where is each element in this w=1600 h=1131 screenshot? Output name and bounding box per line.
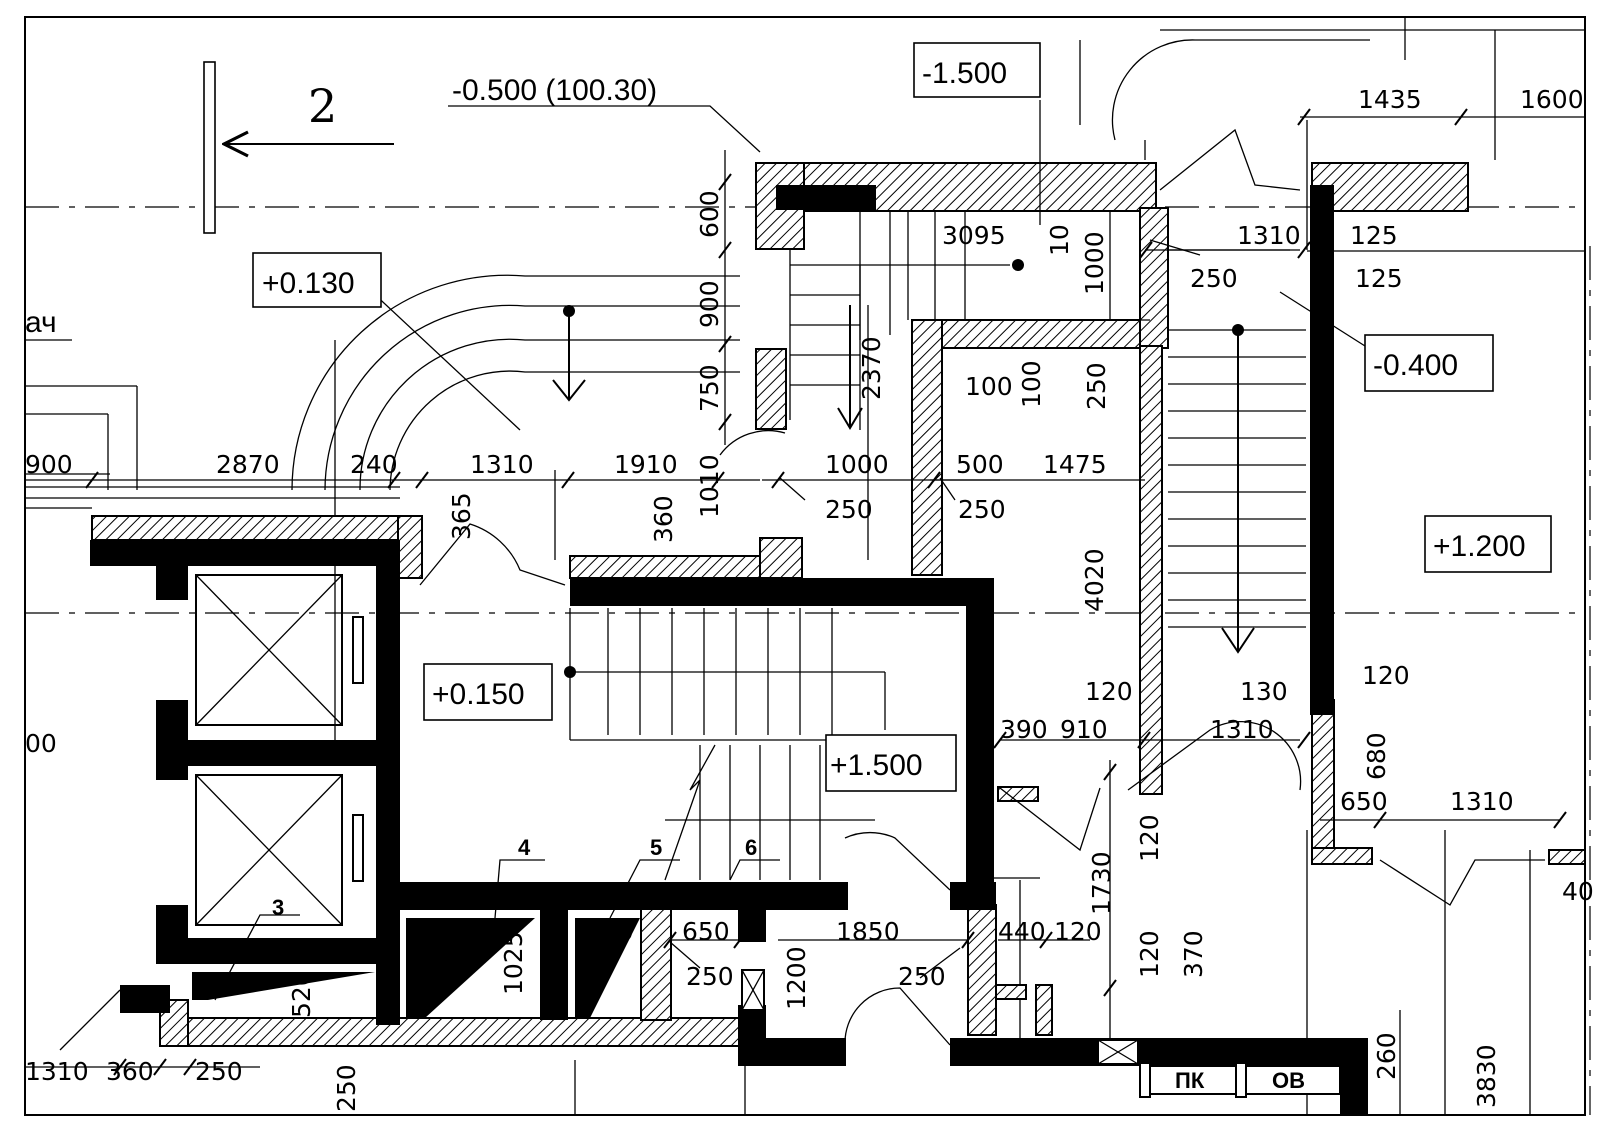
dim-10: 10 [1045,224,1074,256]
dim-680: 680 [1362,732,1391,780]
level-tags: -0.500 (100.30) -1.500 +0.130 -0.400 +1.… [252,42,1552,792]
dim-500: 500 [956,450,1004,479]
dim-250-low-1: 250 [686,962,734,991]
ramp-slope-arrow [552,305,586,402]
ramp-curves [291,39,1370,491]
dim-650-b: 650 [682,917,730,946]
dim-360-mid: 360 [649,495,678,543]
level-top-center: -0.500 (100.30) [452,74,657,107]
dim-1310-top: 1310 [1237,221,1301,250]
elevator-2 [195,774,364,926]
level-top-right: -1.500 [922,57,1007,90]
dim-1000-mid: 1000 [825,450,889,479]
dim-00-left: 00 [25,729,57,758]
dim-750: 750 [695,364,724,412]
callout-4: 4 [518,835,531,860]
dim-1000-vertical: 1000 [1080,231,1109,295]
ov-label: ОВ [1272,1068,1305,1093]
dim-125-a: 125 [1350,221,1398,250]
dim-1310-right: 1310 [1450,787,1514,816]
dim-520: 520 [287,970,316,1018]
dim-120-a: 120 [1085,677,1133,706]
dim-1010: 1010 [695,454,724,518]
dim-900-vertical: 900 [695,280,724,328]
left-partial-word: ач [25,306,57,339]
elevator-1 [195,574,364,726]
dim-1910: 1910 [614,450,678,479]
stair-upper-arrow-dot [1012,259,1024,271]
dim-260: 260 [1372,1032,1401,1080]
dimension-lines [25,116,1585,1115]
level-right-mid: -0.400 [1373,349,1458,382]
dim-4020: 4020 [1080,548,1109,612]
callout-3: 3 [272,895,284,920]
dim-1025: 1025 [499,931,528,995]
dim-120-vertical: 120 [1135,814,1164,862]
dim-250-vertical-bottom: 250 [332,1064,361,1112]
dim-130: 130 [1240,677,1288,706]
dim-1850: 1850 [836,917,900,946]
dim-1310-low: 1310 [1210,715,1274,744]
vent-boxes [741,969,1139,1065]
stair-right-dot [1232,324,1244,336]
dim-1435: 1435 [1358,85,1422,114]
stair-right [1168,329,1306,654]
dim-900-left: 900 [25,450,73,479]
dim-250-mid-2: 250 [958,495,1006,524]
dim-3095: 3095 [942,221,1006,250]
dim-125-b: 125 [1355,264,1403,293]
dim-1730: 1730 [1087,851,1116,915]
dim-1475: 1475 [1043,450,1107,479]
callout-5: 5 [650,835,662,860]
section-marker: 2 [203,61,394,234]
dimension-ticks [85,108,1567,1076]
dim-100-b: 100 [1017,360,1046,408]
leader-lines [59,100,1366,1051]
dim-3830: 3830 [1472,1044,1501,1108]
level-center: +1.500 [830,749,923,782]
dim-2870: 2870 [216,450,280,479]
dim-650-right: 650 [1340,787,1388,816]
dim-250-top: 250 [1190,264,1238,293]
dim-650-a: 650 [586,917,634,946]
dim-440: 440 [998,917,1046,946]
dim-360-bottom: 360 [106,1057,154,1086]
dim-1600: 1600 [1520,85,1584,114]
pk-label: ПК [1175,1068,1205,1093]
dim-1310-bottom: 1310 [25,1057,89,1086]
dim-390: 390 [1000,715,1048,744]
stair-upper [789,210,1010,430]
dim-1310-mid: 1310 [470,450,534,479]
utility-shafts [192,918,640,1018]
level-upper-left: +0.130 [262,267,355,300]
section-number: 2 [308,79,337,133]
dim-250-vertical: 250 [1082,362,1111,410]
dim-240: 240 [350,450,398,479]
callout-numbers: 3 4 5 6 [272,835,757,920]
dim-40: 40 [1562,877,1594,906]
equipment-cabinets: ПК ОВ [1139,1062,1341,1098]
dim-910: 910 [1060,715,1108,744]
dim-1200: 1200 [782,946,811,1010]
callout-6: 6 [745,835,757,860]
dim-600: 600 [695,190,724,238]
dim-365: 365 [447,492,476,540]
dim-120-b: 120 [1362,661,1410,690]
structural-walls [90,185,1368,1115]
stair-main [569,608,886,881]
dim-2370: 2370 [857,336,886,400]
dim-250-mid-1: 250 [825,495,873,524]
level-far-right: +1.200 [1433,530,1526,563]
dim-370: 370 [1179,930,1208,978]
dim-100-a: 100 [965,372,1013,401]
dim-250-low-2: 250 [898,962,946,991]
door-swings [419,128,1545,1046]
dim-250-bottom: 250 [195,1057,243,1086]
dim-120-vertical-2: 120 [1135,930,1164,978]
dimension-texts: 1435 1600 3095 10 1000 1310 125 250 125 … [25,85,1594,1112]
dim-120-c: 120 [1054,917,1102,946]
stair-main-arrow [564,666,576,678]
level-center-left: +0.150 [432,678,525,711]
